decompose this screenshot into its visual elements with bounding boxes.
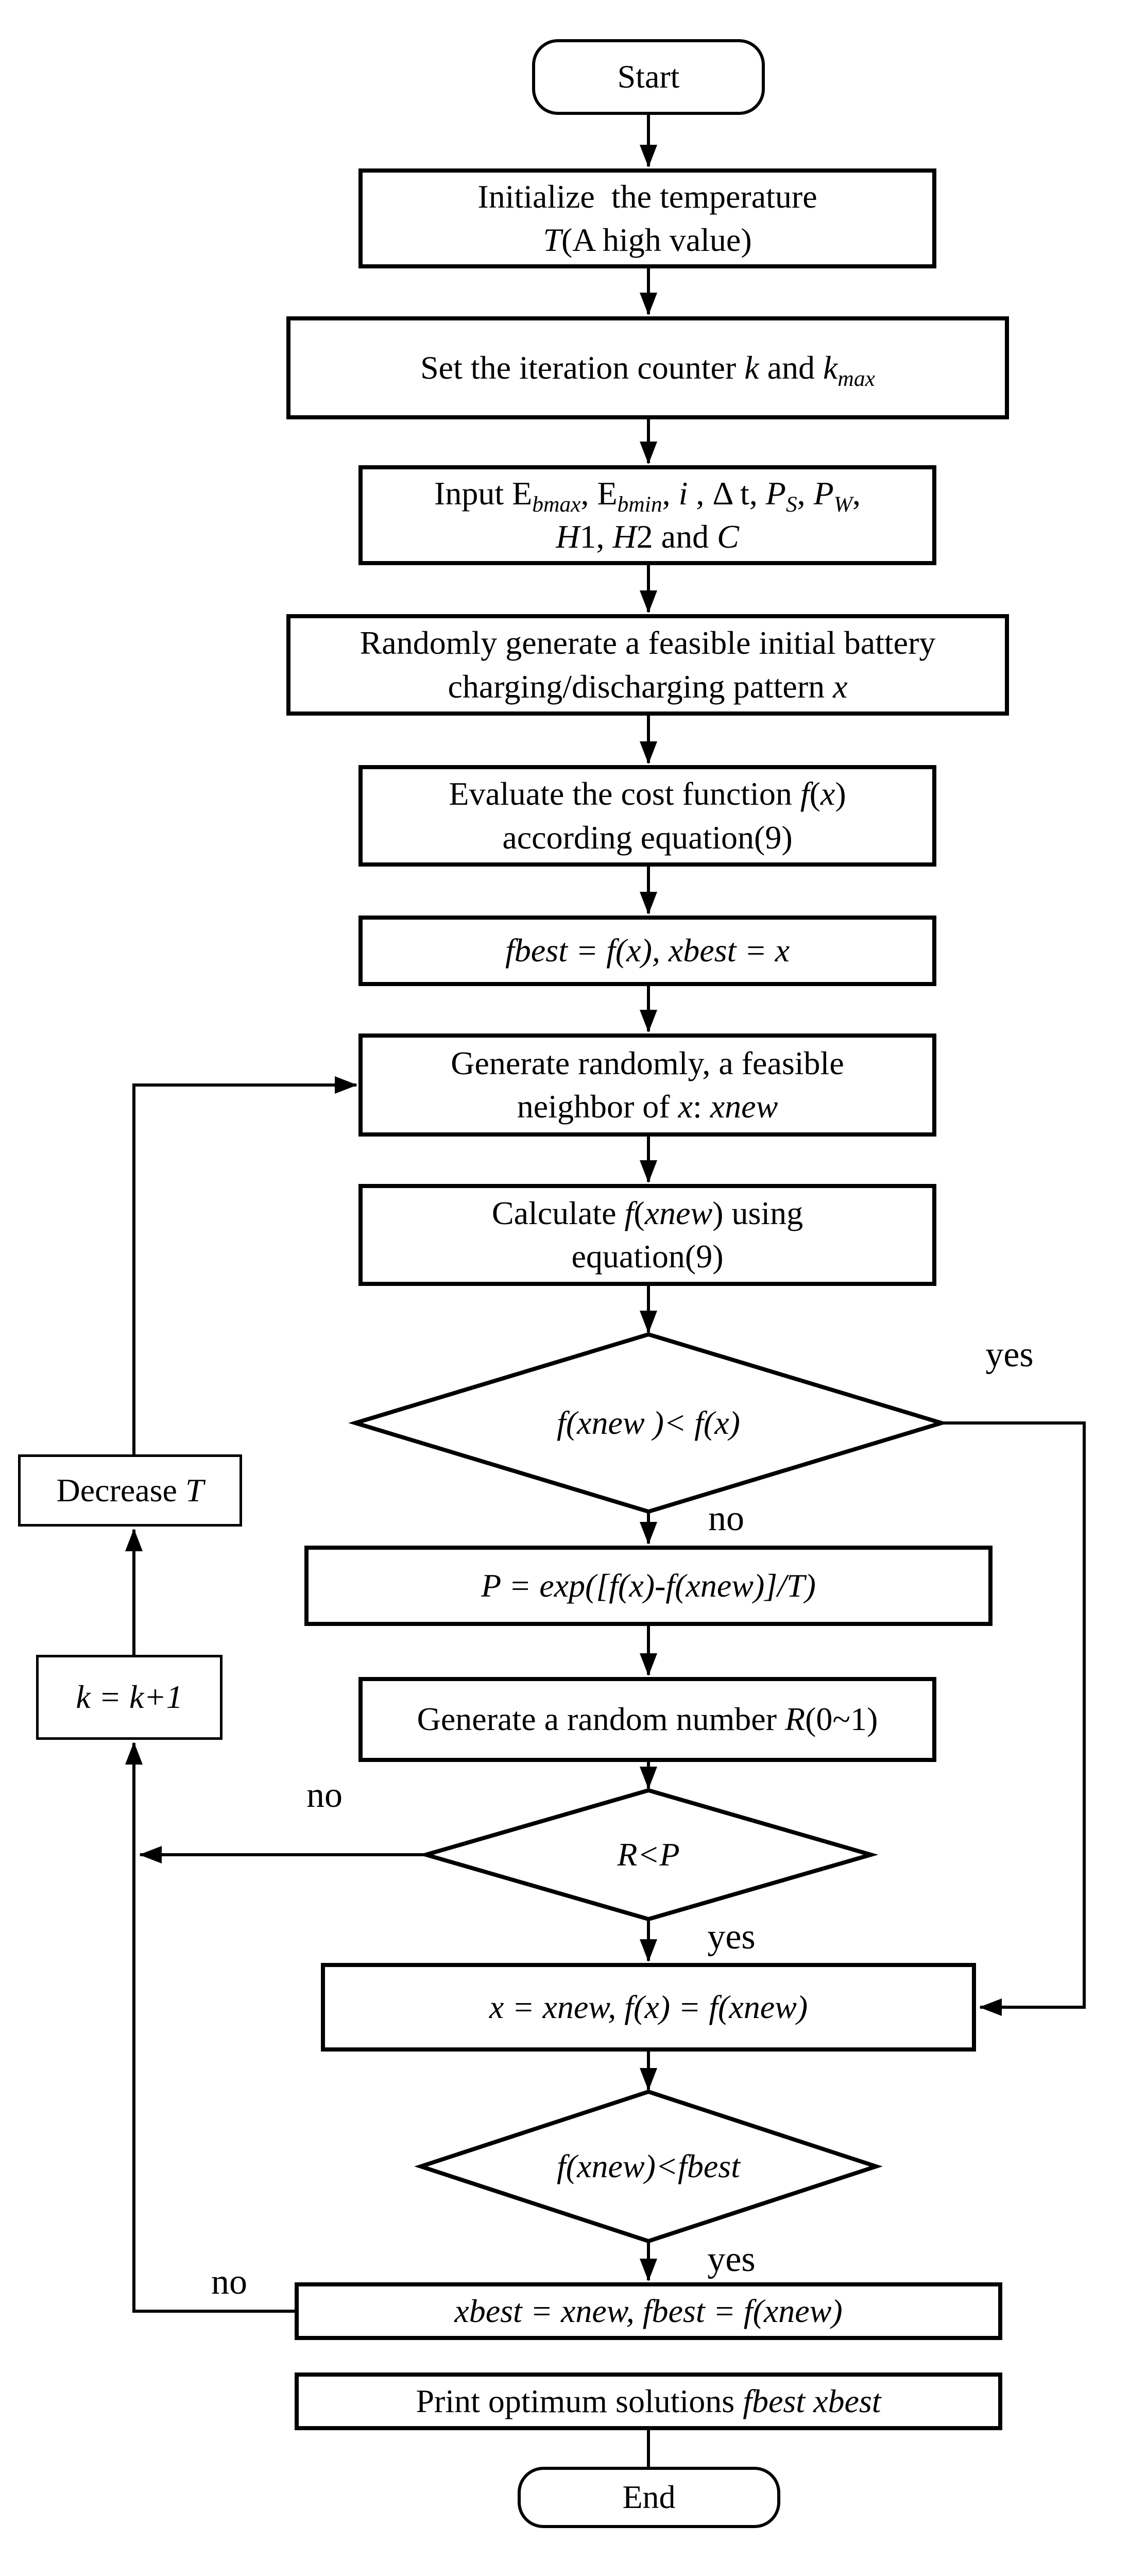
end-label: End [622, 2479, 676, 2516]
k-increment-box: k = k+1 [36, 1655, 223, 1740]
fxnew-lt-fbest-decision-shape [414, 2089, 883, 2244]
print-solutions-label: Print optimum solutions fbest xbest [416, 2382, 881, 2419]
r-lt-p-decision-label: R<P [617, 1836, 680, 1873]
x-assign-box: x = xnew, f(x) = f(xnew) [321, 1963, 976, 2052]
generate-neighbor-line1: Generate randomly, a feasible [451, 1044, 844, 1081]
fbest-assign-label: fbest = f(x), xbest = x [505, 932, 790, 969]
initialize-temperature-line1: Initialize the temperature [477, 178, 817, 215]
set-iteration-counter-label: Set the iteration counter k and kmax [420, 349, 875, 391]
fxnew-lt-fx-decision-label: f(xnew )< f(x) [557, 1404, 740, 1441]
xbest-assign-label: xbest = xnew, fbest = f(xnew) [454, 2292, 843, 2329]
generate-initial-pattern-box: Randomly generate a feasible initial bat… [286, 614, 1009, 716]
arrow-d1-yes-to-xassign [942, 1421, 1086, 2016]
input-parameters-line1: Input Ebmax, Ebmin, i , Δ t, PS, PW, [434, 474, 861, 517]
set-iteration-counter-box: Set the iteration counter k and kmax [286, 316, 1009, 419]
start-label: Start [617, 58, 680, 95]
label-d2-no: no [306, 1775, 343, 1815]
label-d3-yes: yes [707, 2239, 756, 2279]
p-exp-box: P = exp([f(x)-f(xnew)]/T) [304, 1546, 993, 1626]
input-parameters-line2: H1, H2 and C [556, 518, 739, 555]
evaluate-cost-function-line1: Evaluate the cost function f(x) [449, 775, 846, 812]
arrow-xbest-row-to-kincrement [125, 1742, 295, 2313]
fbest-assign-box: fbest = f(x), xbest = x [358, 916, 936, 986]
fxnew-lt-fx-decision: f(xnew )< f(x) [355, 1334, 942, 1512]
initialize-temperature-line2: T(A high value) [543, 222, 752, 258]
r-lt-p-decision: R<P [426, 1790, 871, 1919]
calculate-fxnew-box: Calculate f(xnew) using equation(9) [358, 1184, 936, 1286]
generate-random-number-box: Generate a random number R(0~1) [358, 1677, 936, 1762]
evaluate-cost-function-box: Evaluate the cost function f(x) accordin… [358, 765, 936, 867]
generate-neighbor-box: Generate randomly, a feasible neighbor o… [358, 1033, 936, 1137]
print-solutions-box: Print optimum solutions fbest xbest [295, 2372, 1002, 2430]
x-assign-label: x = xnew, f(x) = f(xnew) [489, 1988, 808, 2025]
generate-neighbor-line2: neighbor of x: xnew [517, 1088, 778, 1125]
label-d2-yes: yes [707, 1917, 756, 1957]
k-increment-label: k = k+1 [76, 1679, 183, 1716]
decrease-t-box: Decrease T [18, 1454, 242, 1527]
label-d3-no: no [211, 2262, 247, 2302]
evaluate-cost-function-line2: according equation(9) [502, 819, 793, 856]
label-d1-no: no [708, 1498, 744, 1538]
start-terminator: Start [532, 39, 765, 115]
decrease-t-label: Decrease T [56, 1471, 204, 1509]
fxnew-lt-fbest-decision-label: f(xnew)<fbest [557, 2148, 740, 2184]
arrow-decrease-to-generate [132, 1076, 357, 1454]
p-exp-label: P = exp([f(x)-f(xnew)]/T) [481, 1567, 816, 1604]
generate-random-number-label: Generate a random number R(0~1) [417, 1701, 878, 1738]
initialize-temperature-box: Initialize the temperature T(A high valu… [358, 168, 936, 268]
end-terminator: End [518, 2467, 780, 2528]
generate-initial-pattern-line2: charging/discharging pattern x [448, 668, 848, 705]
calculate-fxnew-line2: equation(9) [571, 1238, 724, 1275]
input-parameters-box: Input Ebmax, Ebmin, i , Δ t, PS, PW, H1,… [358, 465, 936, 565]
xbest-assign-box: xbest = xnew, fbest = f(xnew) [295, 2282, 1002, 2340]
r-lt-p-decision-shape [418, 1788, 879, 1922]
calculate-fxnew-line1: Calculate f(xnew) using [491, 1194, 803, 1231]
fxnew-lt-fbest-decision: f(xnew)<fbest [421, 2092, 876, 2241]
label-d1-yes: yes [985, 1335, 1034, 1375]
generate-initial-pattern-line1: Randomly generate a feasible initial bat… [360, 624, 936, 662]
